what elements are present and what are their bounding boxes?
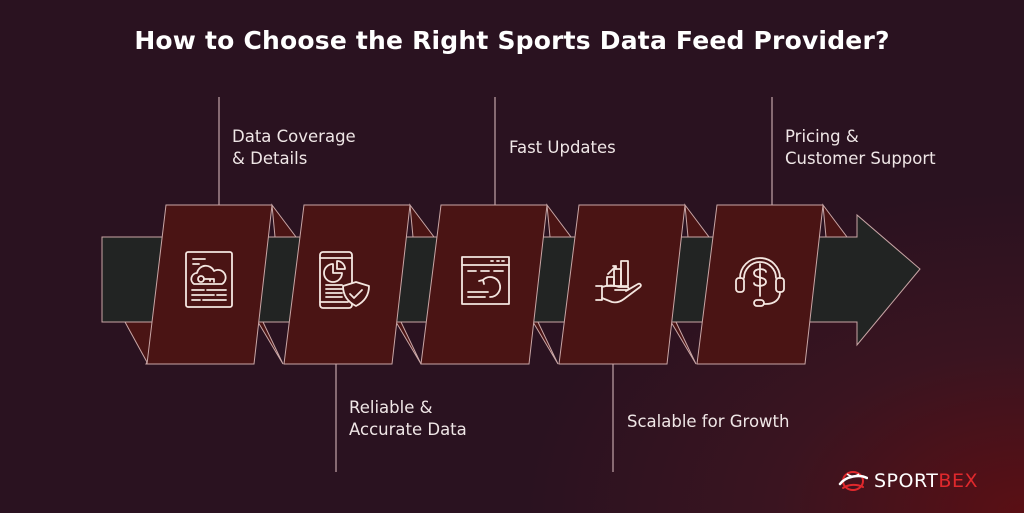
hand-growth-chart-icon xyxy=(595,260,642,304)
step-5-label-line-2: Customer Support xyxy=(785,149,936,168)
step-2-label-line-1: Reliable & xyxy=(349,398,433,417)
step-3-label-line-1: Fast Updates xyxy=(509,138,616,157)
page-title: How to Choose the Right Sports Data Feed… xyxy=(134,26,890,55)
cloud-key-document-icon xyxy=(185,251,233,308)
brand-name: SPORTBEX xyxy=(874,470,978,492)
sportbex-logo: SPORTBEX xyxy=(838,468,978,494)
step-4-label-line-1: Scalable for Growth xyxy=(627,412,790,431)
step-1-label-line-2: & Details xyxy=(232,149,308,168)
step-2-label: Reliable & Accurate Data xyxy=(349,397,467,441)
step-5-label-line-1: Pricing & xyxy=(785,127,859,146)
globe-swoosh-logo-icon xyxy=(838,471,868,491)
step-1-label-line-1: Data Coverage xyxy=(232,127,356,146)
step-3-label: Fast Updates xyxy=(509,137,616,159)
headset-dollar-icon xyxy=(735,257,785,307)
step-5-label: Pricing & Customer Support xyxy=(785,126,936,170)
step-1-label: Data Coverage & Details xyxy=(232,126,356,170)
brand-name-part-2: BEX xyxy=(938,470,978,492)
connector-lines xyxy=(218,97,773,472)
brand-name-part-1: SPORT xyxy=(874,470,939,492)
step-2-label-line-2: Accurate Data xyxy=(349,420,467,439)
panel-step-4 xyxy=(558,204,686,365)
panels xyxy=(146,204,824,365)
browser-refresh-icon xyxy=(461,256,510,305)
phone-chart-shield-check-icon xyxy=(319,251,370,309)
step-4-label: Scalable for Growth xyxy=(627,411,789,433)
fold-shapes xyxy=(124,203,848,365)
